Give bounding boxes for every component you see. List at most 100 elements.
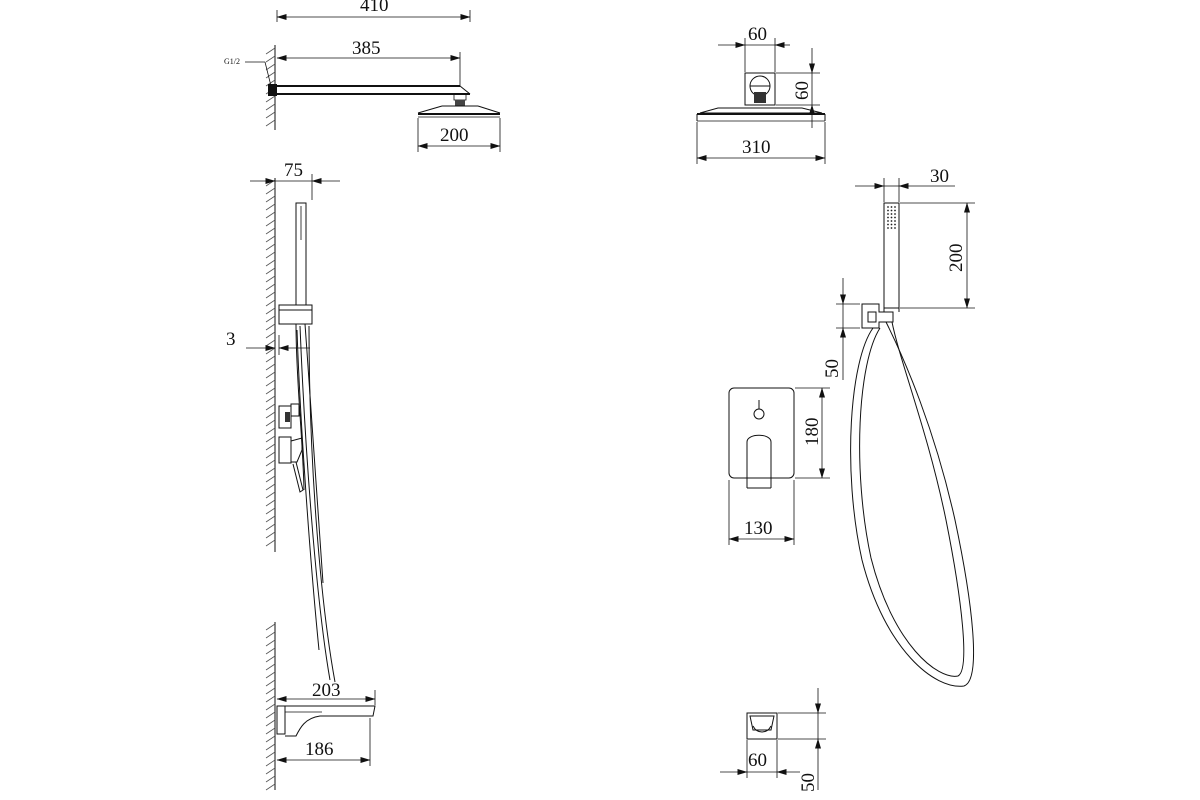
wall-hatch-line — [265, 783, 276, 791]
wall-hatch-line — [265, 539, 276, 547]
dim-203-label: 203 — [312, 680, 341, 701]
wall-hatch-line — [265, 119, 276, 127]
hand-shower-front-view — [861, 202, 900, 329]
wall-hatch-line — [265, 427, 276, 435]
dim-410-label: 410 — [360, 0, 389, 16]
wall-hatch-line — [265, 307, 276, 315]
wall-hatch-line — [265, 291, 276, 299]
wall-hatch-line — [265, 259, 276, 267]
nozzle-dot — [887, 227, 889, 229]
dim-130-label: 130 — [744, 518, 773, 539]
nozzle-dot — [894, 209, 896, 212]
nozzle-dot — [894, 223, 896, 226]
nozzle-dot — [890, 216, 893, 219]
wall-hatch-line — [265, 395, 276, 403]
wall-lower — [265, 622, 276, 791]
wall-hatch-line — [265, 647, 276, 655]
wall-hatch-line — [265, 251, 276, 259]
wall-hatch-line — [265, 195, 276, 203]
wall-hatch-line — [265, 459, 276, 467]
wall-hatch-line — [265, 775, 276, 783]
wall-upper — [265, 45, 276, 552]
wall-hatch-line — [265, 719, 276, 727]
mixer-plate-front-view — [728, 387, 795, 489]
dim-50-spout-label: 50 — [798, 773, 819, 792]
wall-hatch-line — [265, 47, 276, 55]
hand-shower-side-view — [278, 202, 336, 683]
wall-hatch-line — [265, 363, 276, 371]
dim-180-label: 180 — [802, 418, 823, 447]
wall-hatch-line — [265, 655, 276, 663]
dim-30-label: 30 — [930, 166, 949, 187]
wall-hatch-line — [265, 243, 276, 251]
nozzle-dot — [894, 220, 896, 222]
dim-spout-body: 186 — [276, 718, 371, 766]
wall-hatch-line — [265, 411, 276, 419]
wall-hatch-line — [265, 703, 276, 711]
wall-hatch-line — [265, 467, 276, 475]
dim-200-head-label: 200 — [440, 125, 469, 146]
wall-hatch-line — [265, 531, 276, 539]
wall-hatch-line — [265, 299, 276, 307]
dim-186-label: 186 — [305, 739, 334, 760]
dim-head-width: 310 — [696, 122, 826, 164]
nozzle-dot — [887, 209, 889, 212]
dim-plate-height: 180 — [795, 387, 830, 479]
wall-hatch-line — [265, 671, 276, 679]
thread-label: G1/2 — [224, 57, 240, 66]
dim-handle-width: 30 — [855, 166, 955, 202]
wall-hatch-line — [265, 767, 276, 775]
dim-connector-width: 60 — [718, 24, 790, 72]
wall-hatch-line — [265, 103, 276, 111]
wall-hatch-line — [265, 379, 276, 387]
dim-connector-height: 60 — [776, 48, 820, 128]
dim-60-spout-label: 60 — [748, 750, 767, 771]
nozzle-dot — [890, 206, 893, 208]
wall-hatch-line — [265, 315, 276, 323]
wall-hatch-line — [265, 711, 276, 719]
wall-hatch-line — [265, 331, 276, 339]
wall-hatch-line — [265, 507, 276, 515]
wall-hatch-line — [265, 203, 276, 211]
nozzle-dot — [887, 220, 889, 222]
wall-hatch-line — [265, 727, 276, 735]
wall-hatch-line — [265, 679, 276, 687]
wall-hatch-line — [265, 491, 276, 499]
nozzle-dot — [894, 206, 896, 208]
wall-hatch-line — [265, 219, 276, 227]
wall-hatch-line — [265, 483, 276, 491]
wall-hatch-line — [265, 235, 276, 243]
wall-hatch-line — [265, 387, 276, 395]
nozzle-dot — [894, 227, 896, 229]
wall-hatch-line — [265, 95, 276, 103]
dim-385-label: 385 — [352, 38, 381, 59]
dim-spout-height: 50 — [778, 688, 826, 792]
wall-hatch-line — [265, 515, 276, 523]
dim-75-label: 75 — [284, 160, 303, 181]
nozzle-dot — [890, 209, 893, 212]
wall-hatch-line — [265, 355, 276, 363]
shower-hose — [850, 321, 975, 687]
wall-hatch-line — [265, 735, 276, 743]
wall-hatch-line — [265, 663, 276, 671]
nozzle-dot — [887, 213, 889, 215]
nozzle-dot — [887, 206, 889, 208]
wall-hatch-line — [265, 339, 276, 347]
wall-hatch-line — [265, 443, 276, 451]
wall-hatch-line — [265, 759, 276, 767]
dim-plate-width: 130 — [728, 480, 795, 545]
spout-front-view — [746, 712, 778, 740]
wall-hatch-line — [265, 435, 276, 443]
dim-3-label: 3 — [226, 329, 236, 350]
wall-hatch-line — [265, 475, 276, 483]
thread-callout: G1/2 — [224, 57, 272, 87]
wall-hatch-line — [265, 347, 276, 355]
wall-hatch-line — [265, 63, 276, 71]
dim-60-connector-height-label: 60 — [792, 81, 813, 100]
dim-310-label: 310 — [742, 137, 771, 158]
dim-head-diameter: 200 — [417, 118, 501, 152]
wall-hatch-line — [265, 211, 276, 219]
nozzle-dot — [887, 216, 889, 219]
wall-hatch-line — [265, 623, 276, 631]
